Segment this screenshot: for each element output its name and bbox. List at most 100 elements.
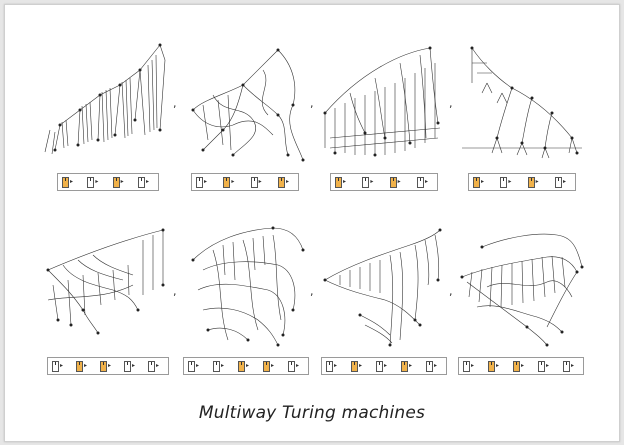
rule-cell [52,360,59,372]
rule-icon: ▸ [554,176,568,188]
rule-arrow-icon: ▸ [245,362,249,369]
rule-arrow-icon: ▸ [383,362,387,369]
rule-icon: ▸ [52,360,65,372]
multiway-graph-4-svg [462,46,582,159]
rule-arrow-icon: ▸ [495,362,499,369]
rule-arrow-icon: ▸ [95,178,99,185]
rule-cell [287,360,295,372]
rule-cell [87,176,95,188]
rule-icon: ▸ [362,176,375,188]
rule-cell [137,176,145,188]
rule-arrow-icon: ▸ [220,362,224,369]
rule-arrow-icon: ▸ [358,362,362,369]
rule-cell [487,360,495,372]
rule-icon: ▸ [463,360,476,372]
figure-caption: Multiway Turing machines [198,403,426,423]
rule-arrow-icon: ▸ [334,362,338,369]
rule-cell [416,176,424,188]
rule-icon: ▸ [262,360,276,372]
rule-icon: ▸ [287,360,301,372]
rule-arrow-icon: ▸ [258,178,262,185]
rule-cell [425,360,433,372]
rule-icon: ▸ [112,176,126,188]
rule-cell [400,360,408,372]
rule-box-5: ▸▸▸▸▸ [47,357,169,375]
rule-cell [250,176,258,188]
multiway-graph-3 [320,43,450,168]
rule-arrow-icon: ▸ [433,362,437,369]
rule-icon: ▸ [335,176,348,188]
rule-icon: ▸ [537,360,551,372]
rule-icon: ▸ [137,176,151,188]
rule-cell [112,176,120,188]
rule-icon: ▸ [389,176,403,188]
multiway-graph-4 [457,43,587,163]
rule-cell [62,176,69,188]
multiway-graph-5 [43,225,173,340]
multiway-graph-2 [183,45,313,170]
rule-cell [262,360,270,372]
rule-cell [500,176,508,188]
rule-arrow-icon: ▸ [145,178,149,185]
rule-cell [223,176,231,188]
multiway-graph-3-svg [323,46,441,157]
rule-arrow-icon: ▸ [408,362,412,369]
rule-icon: ▸ [212,360,226,372]
rule-icon: ▸ [250,176,264,188]
rule-cell [554,176,562,188]
rule-icon: ▸ [425,360,439,372]
rule-cell [350,360,358,372]
rule-arrow-icon: ▸ [535,178,539,185]
separator-3: , [449,97,453,110]
rule-arrow-icon: ▸ [295,362,299,369]
multiway-graph-7-svg [323,228,442,347]
rule-cell [512,360,520,372]
rule-icon: ▸ [400,360,414,372]
rule-arrow-icon: ▸ [481,178,485,185]
rule-cell [537,360,545,372]
rule-icon: ▸ [487,360,501,372]
rule-arrow-icon: ▸ [562,178,566,185]
multiway-graph-5-svg [46,228,165,335]
rule-cell [196,176,203,188]
rule-cell [375,360,383,372]
rule-box-2: ▸▸▸▸ [191,173,299,191]
separator-1: , [173,97,177,110]
rule-cell [99,360,107,372]
rule-icon: ▸ [512,360,526,372]
rule-cell [212,360,220,372]
rule-cell [326,360,333,372]
rule-arrow-icon: ▸ [155,362,159,369]
rule-arrow-icon: ▸ [424,178,428,185]
multiway-graph-8 [457,227,587,347]
rule-box-6: ▸▸▸▸▸ [183,357,309,375]
rule-arrow-icon: ▸ [70,178,74,185]
rule-cell [237,360,245,372]
rule-arrow-icon: ▸ [83,362,87,369]
rule-icon: ▸ [87,176,100,188]
rule-icon: ▸ [527,176,541,188]
rule-cell [75,360,83,372]
rule-icon: ▸ [75,360,89,372]
rule-icon: ▸ [562,360,576,372]
rule-arrow-icon: ▸ [545,362,549,369]
rule-icon: ▸ [277,176,291,188]
rule-arrow-icon: ▸ [397,178,401,185]
multiway-graph-1 [40,40,170,160]
rule-cell [389,176,397,188]
figure-frame: , , [4,4,620,442]
rule-icon: ▸ [500,176,513,188]
rule-cell [562,360,570,372]
rule-arrow-icon: ▸ [60,362,64,369]
rule-box-8: ▸ ▸ ▸ ▸ ▸ [458,357,584,375]
separator-6: , [449,285,453,298]
rule-cell [463,360,470,372]
rule-box-4: ▸ ▸ ▸ ▸ [468,173,576,191]
rule-cell [188,360,195,372]
rule-arrow-icon: ▸ [471,362,475,369]
rule-cell [335,176,342,188]
rule-cell [473,176,480,188]
rule-icon: ▸ [416,176,430,188]
rule-arrow-icon: ▸ [107,362,111,369]
rule-arrow-icon: ▸ [520,362,524,369]
